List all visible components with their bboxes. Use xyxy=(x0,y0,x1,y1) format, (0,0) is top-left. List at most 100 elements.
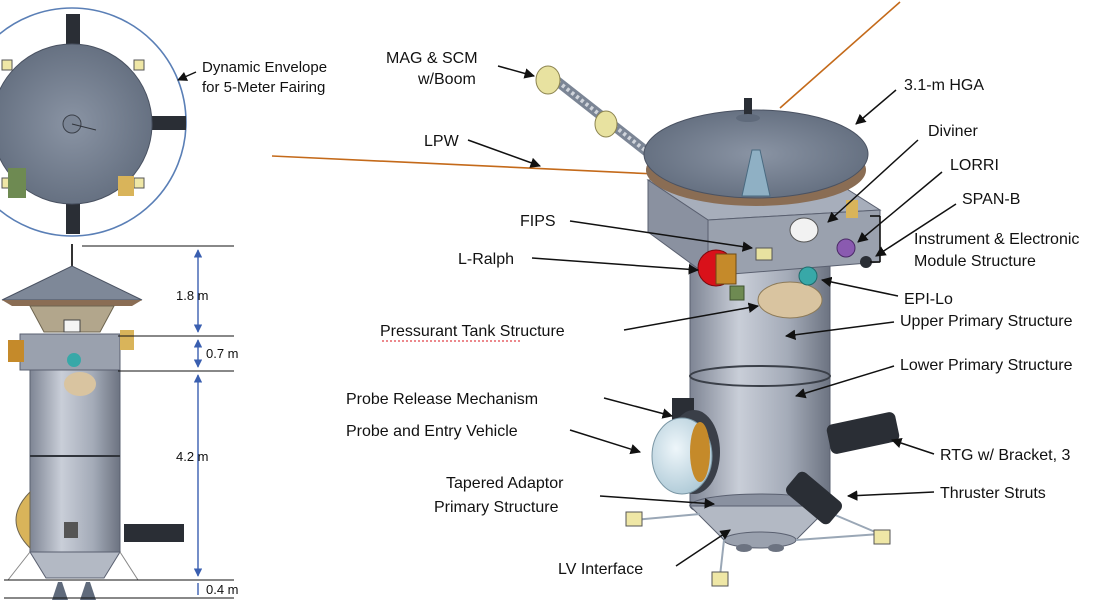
arrow-l-ralph xyxy=(531,257,700,275)
epi-lo-instrument xyxy=(798,266,818,286)
side-cylinder xyxy=(29,369,121,553)
label-lv-interface: LV Interface xyxy=(558,561,643,578)
side-tag xyxy=(64,522,78,538)
label-mag: MAG & SCM xyxy=(386,50,478,67)
mag-sensor-2 xyxy=(594,110,618,138)
label-upper-primary: Upper Primary Structure xyxy=(900,313,1073,330)
hga-rim xyxy=(2,300,142,306)
probe-rim xyxy=(690,422,710,482)
label-thruster-struts: Thruster Struts xyxy=(940,485,1046,502)
arrow-span-b xyxy=(875,203,957,257)
arrow-probe-entry xyxy=(569,429,642,455)
hga-feed-cone xyxy=(741,149,771,197)
strut-left xyxy=(7,551,31,581)
pressurant-tank xyxy=(757,281,823,319)
fips-instrument xyxy=(755,247,773,261)
pad-bottom xyxy=(711,571,729,587)
rtg-upper xyxy=(826,412,900,454)
spanb-side xyxy=(120,330,134,350)
pad-right xyxy=(873,529,891,545)
label-l-ralph: L-Ralph xyxy=(458,251,514,268)
l-ralph-side xyxy=(8,340,24,362)
strut-c xyxy=(795,533,881,541)
lpw-boom xyxy=(271,155,657,175)
thruster-pad-tr xyxy=(133,59,145,71)
hga-top-mast xyxy=(744,98,752,120)
top-view: Dynamic Envelope for 5-Meter Fairing xyxy=(0,7,327,237)
lorri-instrument xyxy=(836,238,856,258)
instrument-block-left xyxy=(8,168,26,198)
label-tapered-2: Primary Structure xyxy=(434,499,559,516)
rtg-lower xyxy=(786,471,842,525)
arrow-lorri xyxy=(857,171,943,243)
label-lpw: LPW xyxy=(424,133,460,150)
envelope-caption-line2: for 5-Meter Fairing xyxy=(202,79,325,96)
arrow-epi-lo xyxy=(820,276,899,297)
thruster-pad-br xyxy=(133,177,145,189)
mag-sensor-1 xyxy=(535,65,561,95)
label-rtg: RTG w/ Bracket, 3 xyxy=(940,447,1071,464)
label-pressurant: Pressurant Tank Structure xyxy=(380,323,565,340)
dim-4-2m: 4.2 m xyxy=(176,449,209,464)
probe-side xyxy=(15,490,31,550)
spanb-instrument xyxy=(860,256,872,268)
nozzle-right xyxy=(80,582,96,600)
arrow-mag xyxy=(497,65,536,79)
thruster-pad-tl xyxy=(1,59,13,71)
epi-lo-side xyxy=(67,353,81,367)
strut-right xyxy=(119,551,139,581)
label-lower-primary: Lower Primary Structure xyxy=(900,357,1073,374)
label-lorri: LORRI xyxy=(950,157,999,174)
arrow-lower-primary xyxy=(794,365,895,399)
callouts: MAG & SCM w/Boom LPW FIPS L-Ralph Pressu… xyxy=(346,50,1079,578)
label-span-b: SPAN-B xyxy=(962,191,1020,208)
strut-b xyxy=(719,539,725,577)
nozzle-left xyxy=(52,582,68,600)
strut-d xyxy=(827,511,881,535)
strut-a xyxy=(633,513,701,521)
dim-0-7m: 0.7 m xyxy=(206,346,239,361)
label-mag-boom: w/Boom xyxy=(417,71,476,88)
label-iems-2: Module Structure xyxy=(914,253,1036,270)
arrow-tapered xyxy=(599,495,716,509)
top-strut xyxy=(71,123,97,131)
arrow-pressurant xyxy=(623,302,760,331)
label-fips: FIPS xyxy=(520,213,556,230)
label-probe-entry: Probe and Entry Vehicle xyxy=(346,423,518,440)
arrow-fips xyxy=(569,220,754,252)
label-hga: 3.1-m HGA xyxy=(904,77,984,94)
arrow-upper-primary xyxy=(784,321,895,340)
green-instrument xyxy=(729,285,745,301)
rtg-right-panel xyxy=(150,116,186,130)
diviner-instrument xyxy=(789,217,819,243)
label-diviner: Diviner xyxy=(928,123,978,140)
label-epi-lo: EPI-Lo xyxy=(904,291,953,308)
arrow-rtg xyxy=(891,438,935,455)
arrow-thruster-struts xyxy=(846,490,935,501)
nozzle-2 xyxy=(768,544,784,552)
arrow-diviner xyxy=(827,139,919,223)
instrument-block-right xyxy=(118,176,134,196)
dim-1-8m: 1.8 m xyxy=(176,288,209,303)
side-adaptor xyxy=(29,551,121,579)
arrow-hga xyxy=(855,89,897,125)
label-probe-release: Probe Release Mechanism xyxy=(346,391,538,408)
label-iems-1: Instrument & Electronic xyxy=(914,231,1079,248)
arrow-probe-release xyxy=(603,397,674,419)
envelope-caption-line1: Dynamic Envelope xyxy=(202,59,327,76)
label-tapered-1: Tapered Adaptor xyxy=(446,475,564,492)
pressurant-tank-side xyxy=(64,372,96,396)
lorri-box xyxy=(63,319,81,333)
rtg-side xyxy=(124,524,184,542)
hga-support xyxy=(29,305,115,333)
perspective-spacecraft xyxy=(271,1,901,587)
dim-0-4m: 0.4 m xyxy=(206,582,239,597)
adaptor-base xyxy=(723,531,797,549)
pad-left xyxy=(625,511,643,527)
hga-cone xyxy=(1,265,143,301)
lpw-boom-upper xyxy=(779,1,901,109)
l-ralph-mount xyxy=(715,253,737,285)
arrow-lv xyxy=(675,529,731,567)
nozzle-1 xyxy=(736,544,752,552)
